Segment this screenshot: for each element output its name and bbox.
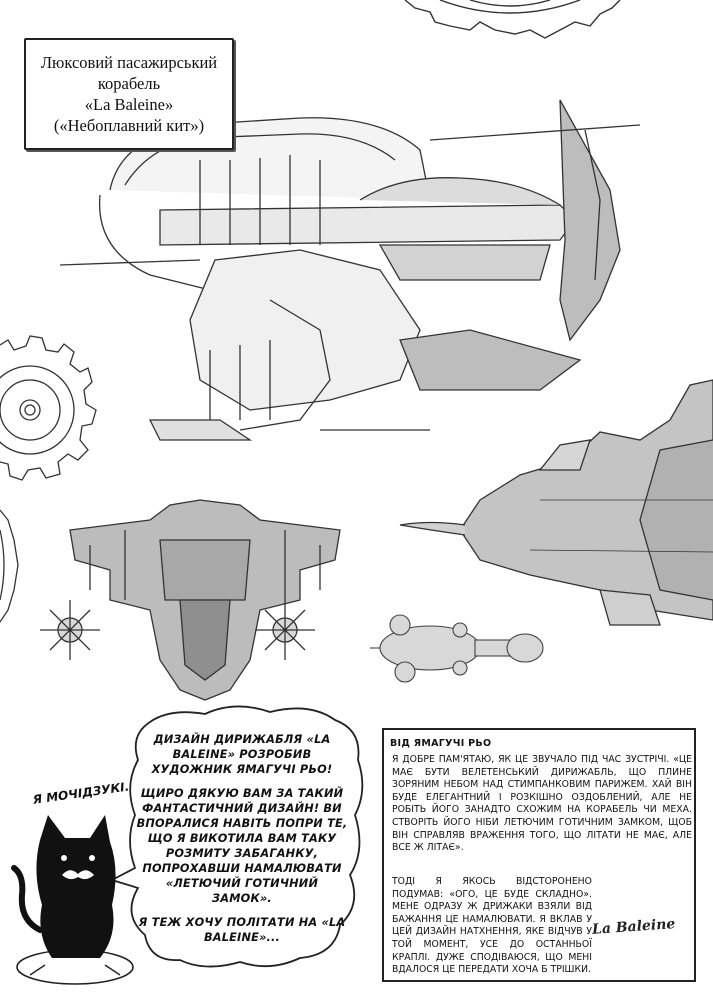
cat-mascot-illustration [11,815,134,985]
ship-title-line-1: Люксовий пасажирський [40,53,218,72]
artist-note-paragraph-2: ТОДІ Я ЯКОСЬ ВІДСТОРОНЕНО ПОДУМАВ: «ОГО,… [392,876,592,976]
artist-note-paragraph-1: Я ДОБРЕ ПАМ'ЯТАЮ, ЯК ЦЕ ЗВУЧАЛО ПІД ЧАС … [392,754,692,854]
top-gear-illustration [404,0,621,39]
side-airship-illustration [399,379,713,626]
ship-title-line-3: «La Baleine» [84,95,174,114]
top-view-airship-illustration [370,614,544,683]
ship-title-line-4: («Небоплавний кит») [53,116,205,135]
speech-bubble-text: ДИЗАЙН ДИРИЖАБЛЯ «LA BALEINE» РОЗРОБИВ Х… [136,732,348,954]
speech-bubble-paragraph-1: ДИЗАЙН ДИРИЖАБЛЯ «LA BALEINE» РОЗРОБИВ Х… [151,733,333,776]
front-view-airship-illustration [40,499,341,701]
left-gear-illustration [0,335,97,623]
speech-bubble-paragraph-2: ЩИРО ДЯКУЮ ВАМ ЗА ТАКИЙ ФАНТАСТИЧНИЙ ДИЗ… [136,787,348,905]
speech-bubble-paragraph-3: Я ТЕЖ ХОЧУ ПОЛІТАТИ НА «LA BALEINE»... [138,916,346,944]
speech-bubble [109,705,364,968]
artist-note-heading: ВІД ЯМАГУЧІ РЬО [390,738,492,749]
ship-title-line-2: корабель [97,74,161,93]
main-airship-illustration [59,99,641,441]
artist-note-box [382,728,696,982]
ship-title-box: Люксовий пасажирський корабель «La Balei… [24,38,234,150]
